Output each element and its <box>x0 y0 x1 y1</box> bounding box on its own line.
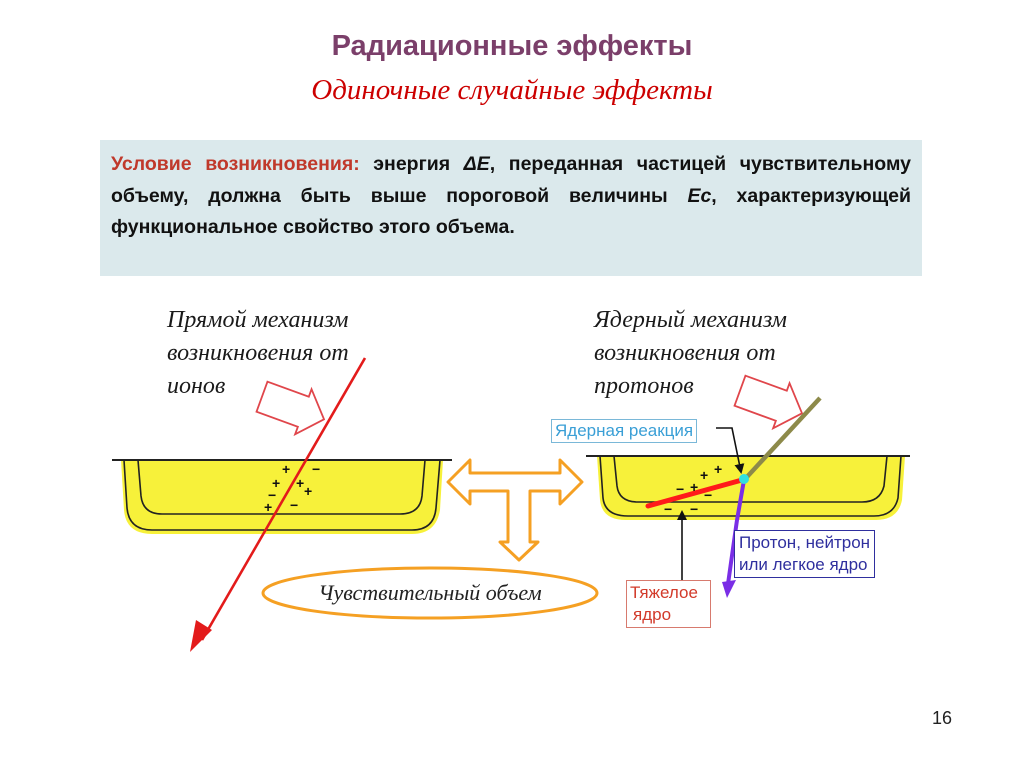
page-number: 16 <box>932 708 953 728</box>
hollow-right-arrow-icon <box>733 374 804 431</box>
right-well <box>586 455 910 520</box>
right-minus-charge: − <box>690 501 698 517</box>
left-well <box>112 459 452 534</box>
ec-symbol: Ec <box>687 184 712 207</box>
left-mechanism-caption: Прямой механизм возникновения от ионов <box>167 304 349 403</box>
delta-e-symbol: ΔE <box>463 153 490 175</box>
condition-box: Условие возникновения: энергия ΔE, перед… <box>100 140 922 276</box>
condition-text: Условие возникновения: энергия ΔE, перед… <box>111 149 911 244</box>
heavy-nucleus-label: Тяжелое ядро <box>626 580 711 628</box>
nuclear-reaction-label: Ядерная реакция <box>551 419 698 443</box>
condition-part3: , характеризующей функциональное свойств… <box>111 184 911 239</box>
left-plus-charge: + <box>304 483 312 499</box>
right-plus-charge: + <box>700 467 708 483</box>
left-caption-line: Прямой механизм <box>167 307 349 333</box>
reaction-pointer <box>716 427 745 474</box>
right-minus-charge: − <box>676 481 684 497</box>
left-plus-charge: + <box>272 475 280 491</box>
proton-neutron-label: Протон, нейтрон или легкое ядро <box>734 530 876 578</box>
left-minus-charge: − <box>290 497 298 513</box>
heavy-nucleus-track <box>645 477 745 509</box>
right-well-outer <box>599 455 902 517</box>
sensitive-volume-ellipse <box>261 566 599 620</box>
proton-label-line: или легкое ядро <box>739 555 868 574</box>
condition-lead: Условие возникновения: <box>111 153 360 175</box>
left-well-outer <box>123 459 441 531</box>
right-caption-line: возникновения от <box>594 340 776 366</box>
right-well-fill <box>597 456 905 520</box>
left-well-inner <box>137 459 426 515</box>
slide-subtitle: Одиночные случайные эффекты <box>311 74 713 106</box>
proton-label-line: Протон, нейтрон <box>739 533 871 552</box>
right-well-inner <box>613 455 888 503</box>
left-caption-line: ионов <box>167 373 226 399</box>
left-well-fill <box>121 460 443 534</box>
right-plus-charge: + <box>714 461 722 477</box>
left-plus-charge: + <box>282 461 290 477</box>
incoming-proton-track <box>744 396 822 480</box>
secondary-particle-track <box>726 479 746 585</box>
right-plus-charge: + <box>690 479 698 495</box>
right-mechanism-caption: Ядерный механизм возникновения от протон… <box>594 304 787 403</box>
double-headed-orange-arrow-icon <box>446 458 584 562</box>
sensitive-volume-label: Чувствительный объем <box>318 580 542 605</box>
reaction-point <box>739 474 749 484</box>
right-caption-line: Ядерный механизм <box>594 307 787 333</box>
ion-track-line <box>200 357 367 641</box>
left-minus-charge: − <box>312 461 320 477</box>
secondary-particle-arrowhead <box>722 580 736 598</box>
left-minus-charge: − <box>268 487 276 503</box>
left-plus-charge: + <box>264 499 272 515</box>
ion-track <box>190 357 367 652</box>
left-plus-charge: + <box>296 475 304 491</box>
heavy-label-line: ядро <box>633 605 672 624</box>
slide-title: Радиационные эффекты <box>331 30 693 62</box>
heavy-label-line: Тяжелое <box>630 583 698 602</box>
right-caption-line: протонов <box>594 373 694 399</box>
right-minus-charge: − <box>704 487 712 503</box>
ion-track-arrowhead <box>190 620 212 652</box>
condition-part2: , переданная частицей чувствительному об… <box>111 153 911 207</box>
right-minus-charge: − <box>664 501 672 517</box>
hollow-right-arrow-icon <box>255 380 326 437</box>
left-caption-line: возникновения от <box>167 340 349 366</box>
condition-part1: энергия <box>359 153 464 175</box>
